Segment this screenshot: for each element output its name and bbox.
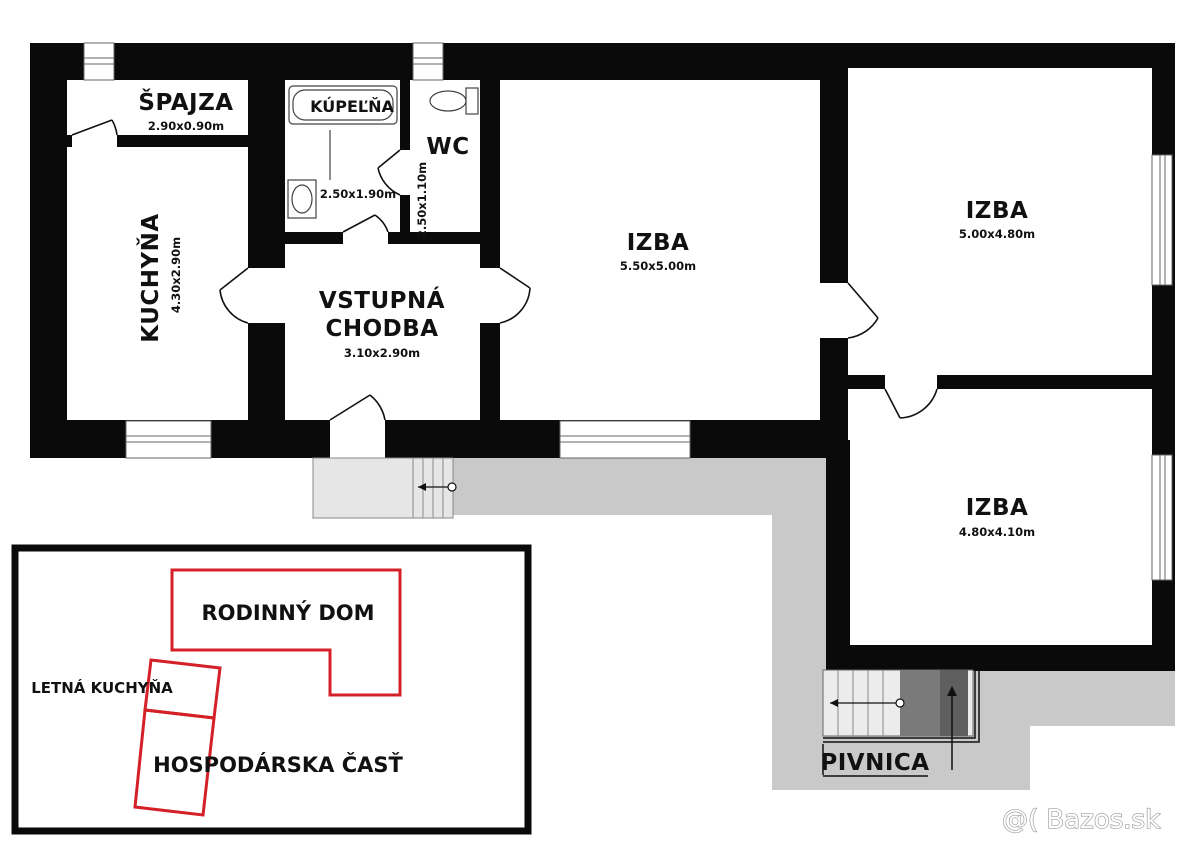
izba-bottom-right-dims: 4.80x4.10m: [959, 525, 1035, 539]
kuchyna-name: KUCHYŇA: [136, 213, 164, 342]
bathtub-icon: [288, 85, 398, 125]
chodba-name-line1: VSTUPNÁ: [319, 286, 445, 314]
pivnica-name: PIVNICA: [820, 750, 929, 776]
door-openings: [72, 135, 937, 458]
watermark: @( Bazos.sk: [1002, 805, 1160, 835]
terrace-bottom-right: [1000, 668, 1175, 726]
rodinny-dom-outline: [170, 568, 402, 697]
window-lines: [84, 57, 1166, 580]
toilet-icon: [429, 87, 479, 115]
windows: [83, 42, 1173, 581]
spajza-name: ŠPAJZA: [138, 88, 233, 116]
izba-top-right-dims: 5.00x4.80m: [959, 227, 1035, 241]
entrance-stairs: [312, 457, 457, 519]
wc-name: WC: [426, 134, 469, 160]
izba-top-right-name: IZBA: [966, 198, 1029, 224]
wc-dims: 2.50x1.10m: [415, 162, 429, 238]
site-plan-frame: [11, 544, 532, 835]
izba-bottom-right-name: IZBA: [966, 495, 1029, 521]
spajza-dims: 2.90x0.90m: [148, 119, 224, 133]
kupelna-name: KÚPEĽŇA: [310, 97, 394, 116]
chodba-name-line2: CHODBA: [325, 316, 438, 342]
site-plan-outlines: [133, 568, 402, 817]
hospodarska-cast-label: HOSPODÁRSKA ČASŤ: [153, 752, 403, 777]
izba-middle-name: IZBA: [627, 230, 690, 256]
chodba-dims: 3.10x2.90m: [344, 346, 420, 360]
sink-icon: [287, 179, 317, 219]
door-swings: [71, 119, 938, 421]
kupelna-dims: 2.50x1.90m: [320, 187, 396, 201]
cellar-stairs: [822, 669, 980, 775]
kuchyna-dims: 4.30x2.90m: [169, 237, 183, 313]
izba-middle-dims: 5.50x5.00m: [620, 259, 696, 273]
terrace-strip: [450, 455, 830, 515]
hospodarska-cast-outline: [133, 708, 216, 817]
rodinny-dom-label: RODINNÝ DOM: [201, 600, 374, 625]
letna-kuchyna-label: LETNÁ KUCHYŇA: [31, 678, 173, 697]
